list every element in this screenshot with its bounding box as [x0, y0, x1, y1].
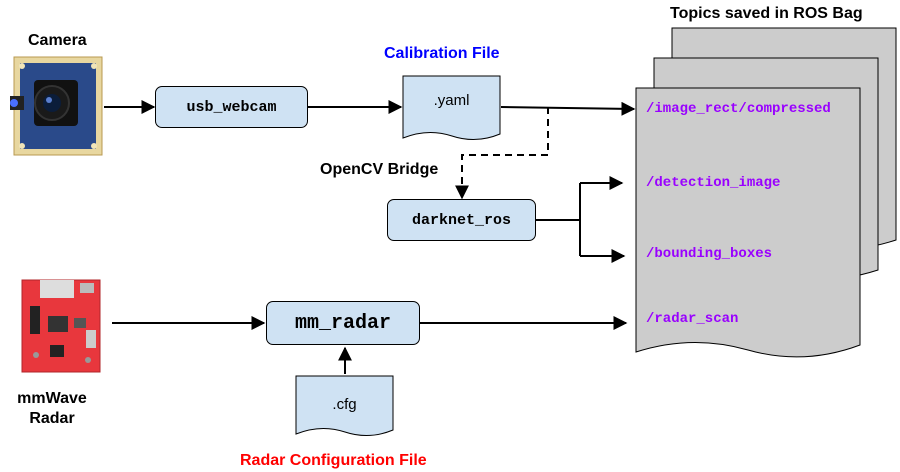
usb-webcam-node: usb_webcam	[155, 86, 308, 128]
topic-detection-image: /detection_image	[646, 175, 781, 191]
opencv-bridge-label: OpenCV Bridge	[320, 161, 439, 178]
radar-board-icon	[21, 279, 101, 373]
mm-radar-node: mm_radar	[266, 301, 420, 345]
topic-image-rect-compressed: /image_rect/compressed	[646, 101, 831, 117]
topic-bounding-boxes: /bounding_boxes	[646, 246, 773, 262]
ros-bag-stack	[635, 27, 897, 358]
arrow-yaml-to-image-rect	[500, 101, 636, 116]
radar-label-line1: mmWave	[17, 390, 87, 407]
dashed-opencv-bridge	[455, 107, 549, 200]
radar-label-line2: Radar	[29, 410, 75, 427]
camera-label: Camera	[28, 32, 87, 49]
calibration-file-label: Calibration File	[384, 45, 500, 62]
topic-radar-scan: /radar_scan	[646, 311, 739, 327]
bag-page-front	[635, 87, 861, 358]
cfg-doc-shape	[295, 375, 394, 436]
cfg-file-label: .cfg	[332, 396, 357, 413]
darknet-ros-node: darknet_ros	[387, 199, 536, 241]
yaml-file-label: .yaml	[433, 92, 470, 109]
yaml-doc-shape	[402, 75, 501, 140]
radar-config-file-label: Radar Configuration File	[240, 452, 427, 469]
camera-icon	[10, 56, 103, 156]
topics-title: Topics saved in ROS Bag	[670, 5, 863, 22]
